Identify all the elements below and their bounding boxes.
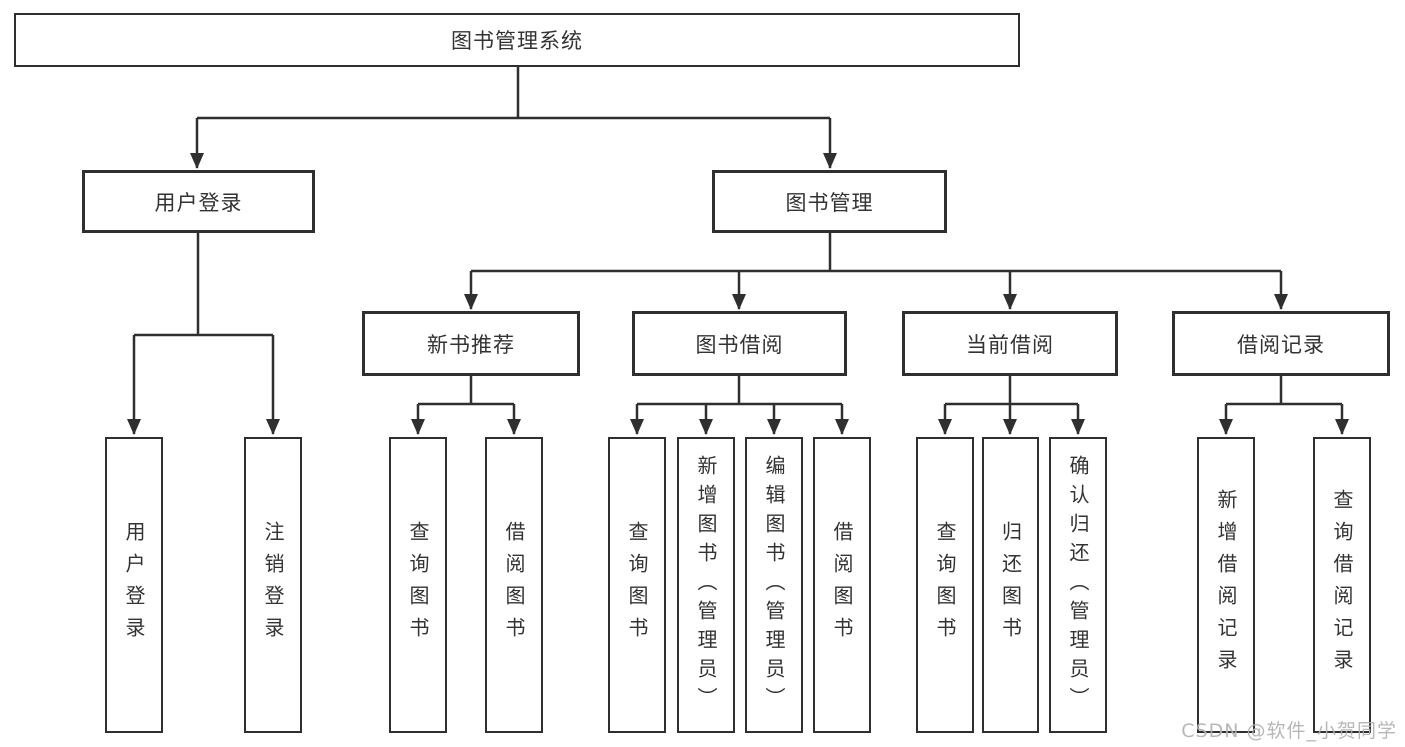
node-book-management-label: 图书管理 bbox=[785, 190, 874, 215]
leaf-logout: 注销登录 bbox=[244, 437, 302, 733]
leaf-add-books-admin: 新增图书（管理员） bbox=[677, 437, 735, 733]
node-user-login: 用户登录 bbox=[82, 170, 315, 233]
node-library-management-system-label: 图书管理系统 bbox=[451, 29, 583, 53]
leaf-edit-books-admin-label: 编辑图书（管理员） bbox=[762, 454, 786, 716]
leaf-confirm-return-admin-label: 确认归还（管理员） bbox=[1066, 454, 1090, 716]
watermark: CSDN @软件_小贺同学 bbox=[1181, 720, 1397, 742]
leaf-add-borrow-record-label: 新增借阅记录 bbox=[1214, 489, 1238, 681]
leaf-return-books-label: 归还图书 bbox=[998, 521, 1023, 649]
leaf-query-books-3-label: 查询图书 bbox=[933, 521, 957, 649]
leaf-user-login: 用户登录 bbox=[105, 437, 163, 733]
leaf-query-books-1-label: 查询图书 bbox=[406, 521, 430, 649]
leaf-borrow-books-1-label: 借阅图书 bbox=[502, 521, 526, 649]
node-new-book-recommend: 新书推荐 bbox=[362, 311, 580, 376]
node-new-book-recommend-label: 新书推荐 bbox=[427, 332, 515, 357]
leaf-return-books: 归还图书 bbox=[982, 437, 1039, 733]
leaf-query-borrow-record-label: 查询借阅记录 bbox=[1330, 489, 1354, 681]
node-book-management: 图书管理 bbox=[712, 170, 947, 233]
leaf-query-books-3: 查询图书 bbox=[916, 437, 974, 733]
leaf-confirm-return-admin: 确认归还（管理员） bbox=[1049, 437, 1107, 733]
leaf-borrow-books-2: 借阅图书 bbox=[813, 437, 871, 733]
node-borrowing-records-label: 借阅记录 bbox=[1237, 332, 1325, 357]
leaf-query-books-2: 查询图书 bbox=[608, 437, 666, 733]
leaf-query-books-1: 查询图书 bbox=[389, 437, 447, 733]
node-current-borrowing-label: 当前借阅 bbox=[966, 332, 1054, 357]
node-user-login-label: 用户登录 bbox=[154, 190, 243, 215]
leaf-query-borrow-record: 查询借阅记录 bbox=[1313, 437, 1371, 733]
leaf-borrow-books-2-label: 借阅图书 bbox=[830, 521, 854, 649]
leaf-borrow-books-1: 借阅图书 bbox=[485, 437, 543, 733]
node-borrowing-records: 借阅记录 bbox=[1172, 311, 1390, 376]
connector-skeleton bbox=[134, 67, 1342, 406]
leaf-add-books-admin-label: 新增图书（管理员） bbox=[694, 454, 718, 716]
leaf-add-borrow-record: 新增借阅记录 bbox=[1197, 437, 1255, 733]
node-book-borrowing: 图书借阅 bbox=[632, 311, 847, 376]
leaf-logout-label: 注销登录 bbox=[261, 521, 285, 649]
node-current-borrowing: 当前借阅 bbox=[902, 311, 1118, 376]
leaf-edit-books-admin: 编辑图书（管理员） bbox=[745, 437, 803, 733]
leaf-query-books-2-label: 查询图书 bbox=[625, 521, 649, 649]
leaf-user-login-label: 用户登录 bbox=[122, 521, 146, 649]
node-book-borrowing-label: 图书借阅 bbox=[695, 332, 784, 357]
node-library-management-system: 图书管理系统 bbox=[14, 13, 1020, 67]
